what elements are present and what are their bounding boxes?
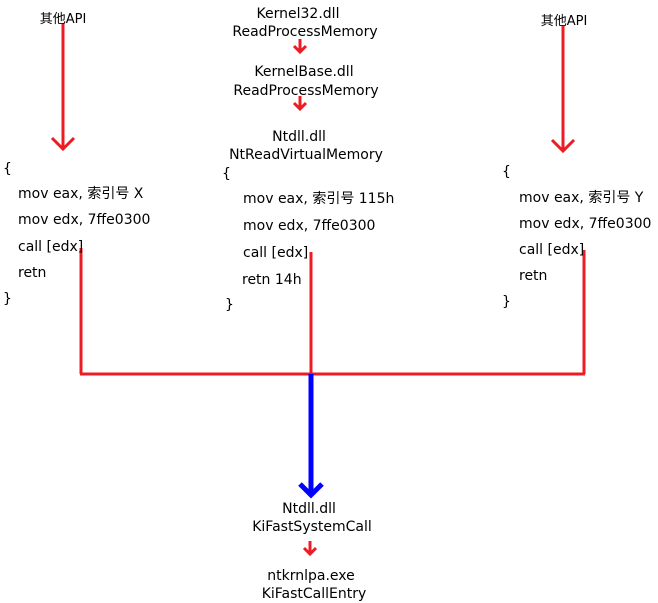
kernelbase-function: ReadProcessMemory	[233, 83, 379, 99]
left-code-open-brace: {	[3, 161, 12, 177]
kernel32-to-kernelbase-arrow	[292, 39, 308, 55]
ntkrnlpa-module: ntkrnlpa.exe	[267, 568, 355, 584]
left-api-arrow-head	[50, 136, 76, 152]
right-api-arrow-head	[550, 138, 576, 154]
center-code-line: mov eax, 索引号 115h	[243, 191, 395, 207]
ntdll-function: NtReadVirtualMemory	[229, 147, 383, 163]
left-code-line: mov eax, 索引号 X	[18, 186, 144, 202]
center-code-open-brace: {	[222, 166, 231, 182]
center-code-close-brace: }	[225, 297, 234, 313]
right-api-label: 其他API	[540, 14, 588, 29]
right-code-line: mov eax, 索引号 Y	[519, 190, 644, 206]
ntdll-module-bottom: Ntdll.dll	[282, 501, 336, 517]
left-code-line: call [edx]	[18, 239, 84, 255]
ntdll-module: Ntdll.dll	[272, 129, 326, 145]
center-code-line: retn 14h	[242, 272, 302, 288]
merged-blue-arrow	[298, 374, 324, 499]
right-code-open-brace: {	[502, 164, 511, 180]
left-api-label: 其他API	[39, 12, 87, 27]
kernel32-function: ReadProcessMemory	[232, 24, 378, 40]
right-code-line: call [edx]	[519, 242, 585, 258]
kifastsystemcall-function: KiFastSystemCall	[252, 519, 372, 535]
left-code-line: mov edx, 7ffe0300	[18, 212, 151, 228]
kernelbase-module: KernelBase.dll	[254, 64, 354, 80]
kernelbase-to-ntdll-arrow	[292, 96, 308, 112]
kernel32-module: Kernel32.dll	[256, 6, 340, 22]
kifastcallentry-function: KiFastCallEntry	[261, 586, 367, 602]
center-code-line: call [edx]	[243, 245, 309, 261]
right-code-line: retn	[519, 268, 548, 284]
center-code-line: mov edx, 7ffe0300	[243, 218, 376, 234]
left-code-line: retn	[18, 265, 47, 281]
right-code-close-brace: }	[502, 294, 511, 310]
kifastsystemcall-to-kifastcallentry-arrow	[302, 541, 318, 557]
left-code-close-brace: }	[3, 291, 12, 307]
right-code-line: mov edx, 7ffe0300	[519, 216, 652, 232]
